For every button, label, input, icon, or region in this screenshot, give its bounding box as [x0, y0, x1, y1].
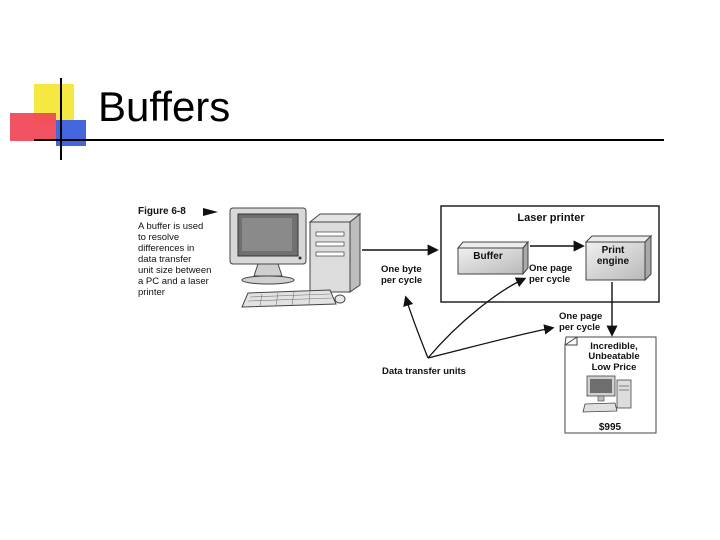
data-transfer-pointers	[403, 277, 555, 359]
one-page-outer-label: One page	[559, 311, 602, 322]
pc-icon	[229, 207, 362, 308]
flyer-headline: Incredible,	[590, 341, 638, 352]
caption-line: data transfer	[138, 254, 191, 265]
figure-number: Figure 6-8	[138, 206, 186, 217]
caption-line: printer	[138, 287, 165, 298]
keyboard-keys	[247, 290, 333, 307]
flyer-headline: Unbeatable	[588, 351, 639, 362]
flyer-headline: Low Price	[592, 362, 637, 373]
caption-line: differences in	[138, 243, 194, 254]
one-page-outer-label: per cycle	[559, 322, 600, 333]
laser-printer-label: Laser printer	[517, 212, 585, 224]
figure-caption: A buffer is used to resolve differences …	[138, 221, 211, 298]
buffer-label: Buffer	[473, 251, 503, 262]
data-transfer-label: Data transfer units	[382, 366, 466, 377]
caption-line: unit size between	[138, 265, 211, 276]
one-page-inner-label: per cycle	[529, 274, 570, 285]
buffer-box: Buffer	[456, 240, 530, 276]
caption-line: a PC and a laser	[138, 276, 209, 287]
slide-title: Buffers	[98, 83, 231, 130]
one-page-inner-label: One page	[529, 263, 572, 274]
print-engine-box: Print engine	[584, 234, 653, 282]
print-engine-label: Print	[602, 245, 625, 256]
caption-line: to resolve	[138, 232, 179, 243]
one-byte-label: per cycle	[381, 275, 422, 286]
flyer-pc-icon	[582, 375, 632, 413]
one-byte-label: One byte	[381, 264, 422, 275]
decor-vertical-line	[60, 78, 62, 160]
title-underline	[34, 139, 664, 141]
printed-page: Incredible, Unbeatable Low Price $995	[564, 336, 657, 434]
caption-line: A buffer is used	[138, 221, 203, 232]
decor-red-square	[10, 113, 56, 141]
figure-pointer-icon	[203, 208, 218, 216]
print-engine-label: engine	[597, 256, 630, 267]
flyer-price: $995	[599, 422, 622, 433]
